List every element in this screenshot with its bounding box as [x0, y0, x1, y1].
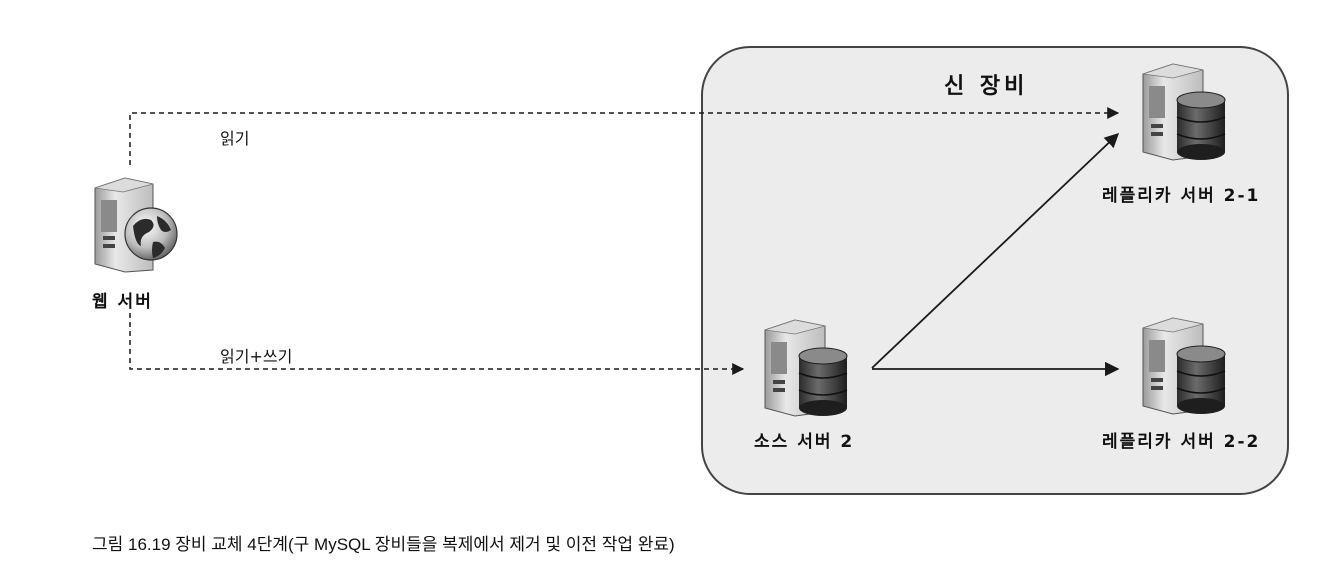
group-title: 신 장비: [944, 74, 1029, 99]
source-server-db-icon: [764, 319, 848, 417]
node-label-source-server: 소스 서버 2: [754, 432, 855, 452]
edge-label-read: 읽기: [220, 129, 250, 148]
replica-2-2-db-icon: [1142, 317, 1226, 415]
new-equipment-group: [701, 46, 1289, 495]
edge-read-write: [129, 313, 745, 375]
figure-caption: 그림 16.19 장비 교체 4단계(구 MySQL 장비들을 복제에서 제거 …: [92, 535, 675, 554]
replica-2-1-db-icon: [1142, 63, 1226, 161]
node-label-web-server: 웹 서버: [92, 292, 153, 312]
node-label-replica-2-2: 레플리카 서버 2-2: [1102, 432, 1261, 452]
edge-label-read-write: 읽기+쓰기: [220, 347, 293, 366]
edge-replicate-1: [871, 133, 1120, 369]
web-server-icon: [94, 177, 178, 273]
node-label-replica-2-1: 레플리카 서버 2-1: [1102, 186, 1261, 206]
